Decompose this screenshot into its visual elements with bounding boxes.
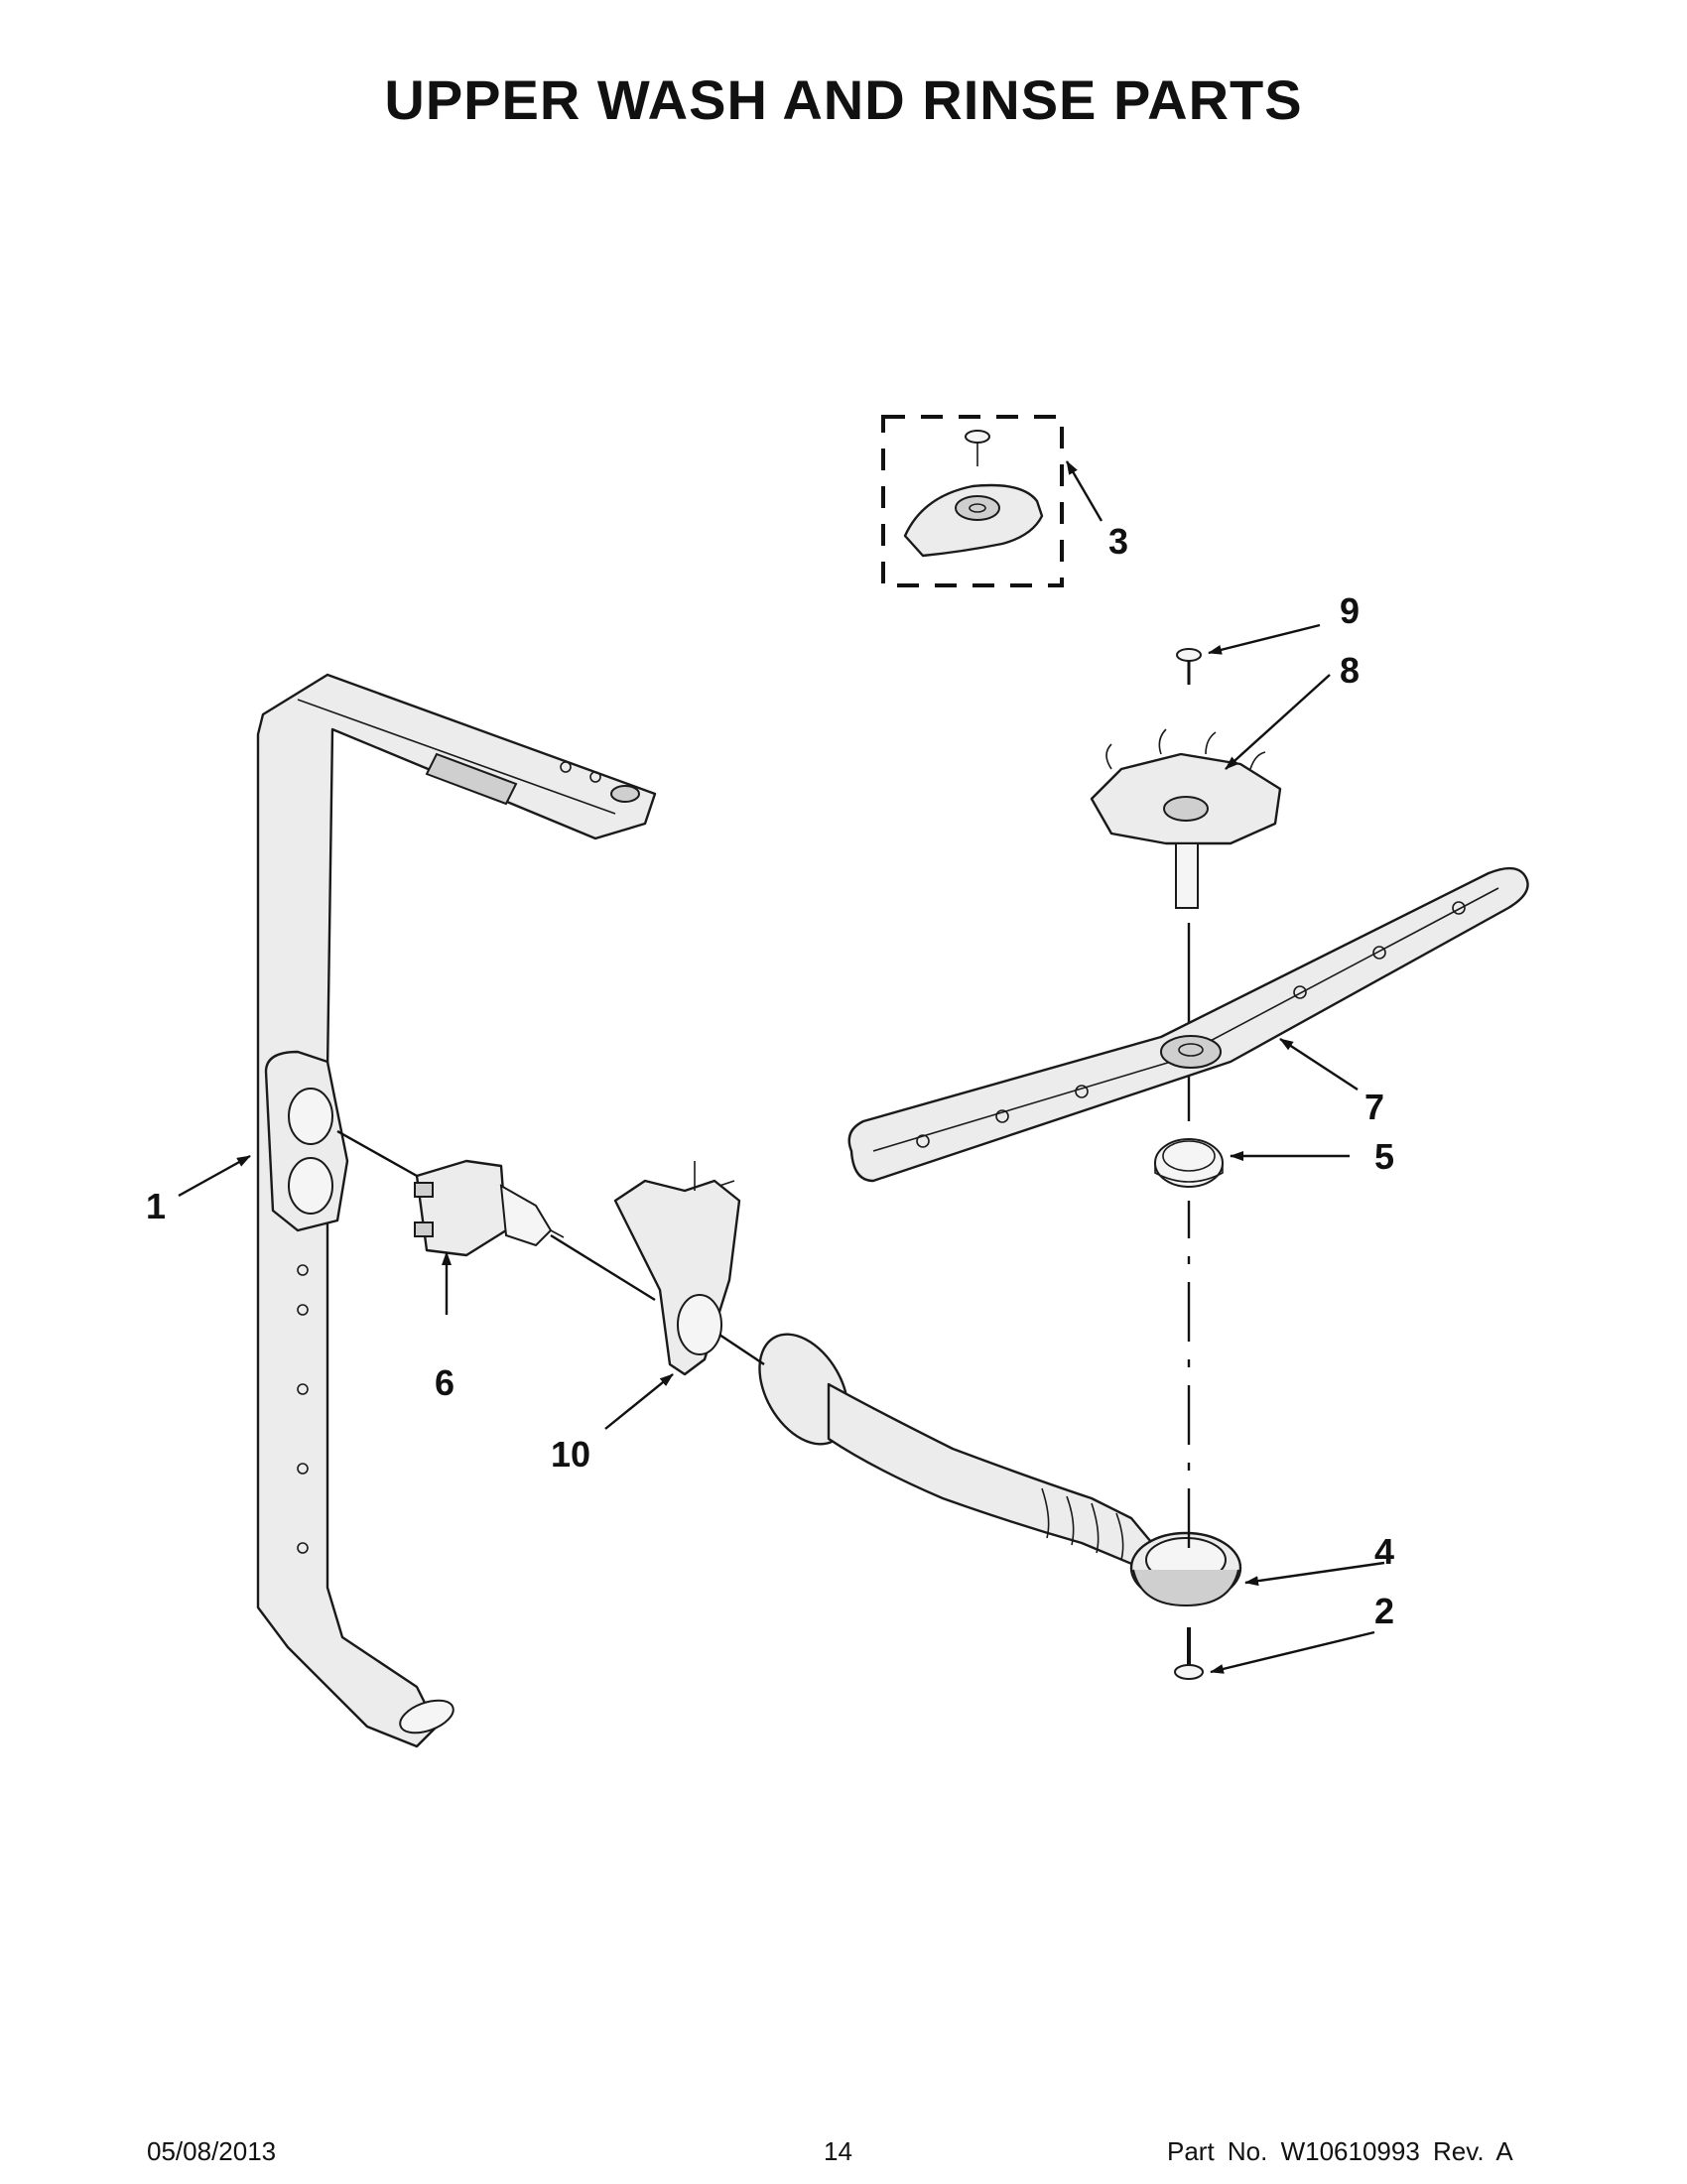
callout-4: 4 xyxy=(1374,1531,1394,1572)
part-1-supply-tube xyxy=(256,673,657,1748)
part-3-inset xyxy=(881,415,1064,587)
part-4-conduit xyxy=(758,1333,1242,1607)
callout-9: 9 xyxy=(1340,590,1360,631)
arrow-9 xyxy=(1208,623,1321,655)
callout-10: 10 xyxy=(551,1434,590,1475)
callout-8: 8 xyxy=(1340,650,1360,691)
footer-page-number: 14 xyxy=(824,2136,852,2166)
part-7-spray-arm xyxy=(847,866,1529,1183)
callout-7: 7 xyxy=(1364,1087,1384,1127)
arrow-10 xyxy=(604,1373,674,1430)
leader-6-10 xyxy=(550,1233,656,1302)
arrow-8 xyxy=(1225,674,1331,770)
leader-10-4 xyxy=(718,1334,765,1365)
footer-date: 05/08/2013 xyxy=(147,2136,277,2166)
part-5-bearing-ring xyxy=(1154,1138,1224,1188)
page-title: UPPER WASH AND RINSE PARTS xyxy=(384,68,1303,131)
arrow-2 xyxy=(1210,1630,1375,1674)
callout-2: 2 xyxy=(1374,1591,1394,1631)
callout-3: 3 xyxy=(1108,521,1128,562)
part-9-screw xyxy=(1176,648,1202,685)
part-6-valve xyxy=(414,1159,565,1257)
arrow-7 xyxy=(1279,1037,1359,1092)
arrow-1 xyxy=(178,1154,251,1198)
part-10-bracket xyxy=(613,1161,741,1376)
callout-6: 6 xyxy=(435,1362,454,1403)
callout-1: 1 xyxy=(146,1186,166,1226)
arrow-4 xyxy=(1244,1561,1385,1587)
leader-1-6 xyxy=(336,1129,418,1178)
part-2-screw xyxy=(1174,1627,1204,1680)
footer-part-number: Part No. W10610993 Rev. A xyxy=(1167,2136,1513,2166)
arrow-3 xyxy=(1065,460,1103,522)
callout-5: 5 xyxy=(1374,1136,1394,1177)
part-8-spray-arm-mount xyxy=(1090,728,1282,909)
